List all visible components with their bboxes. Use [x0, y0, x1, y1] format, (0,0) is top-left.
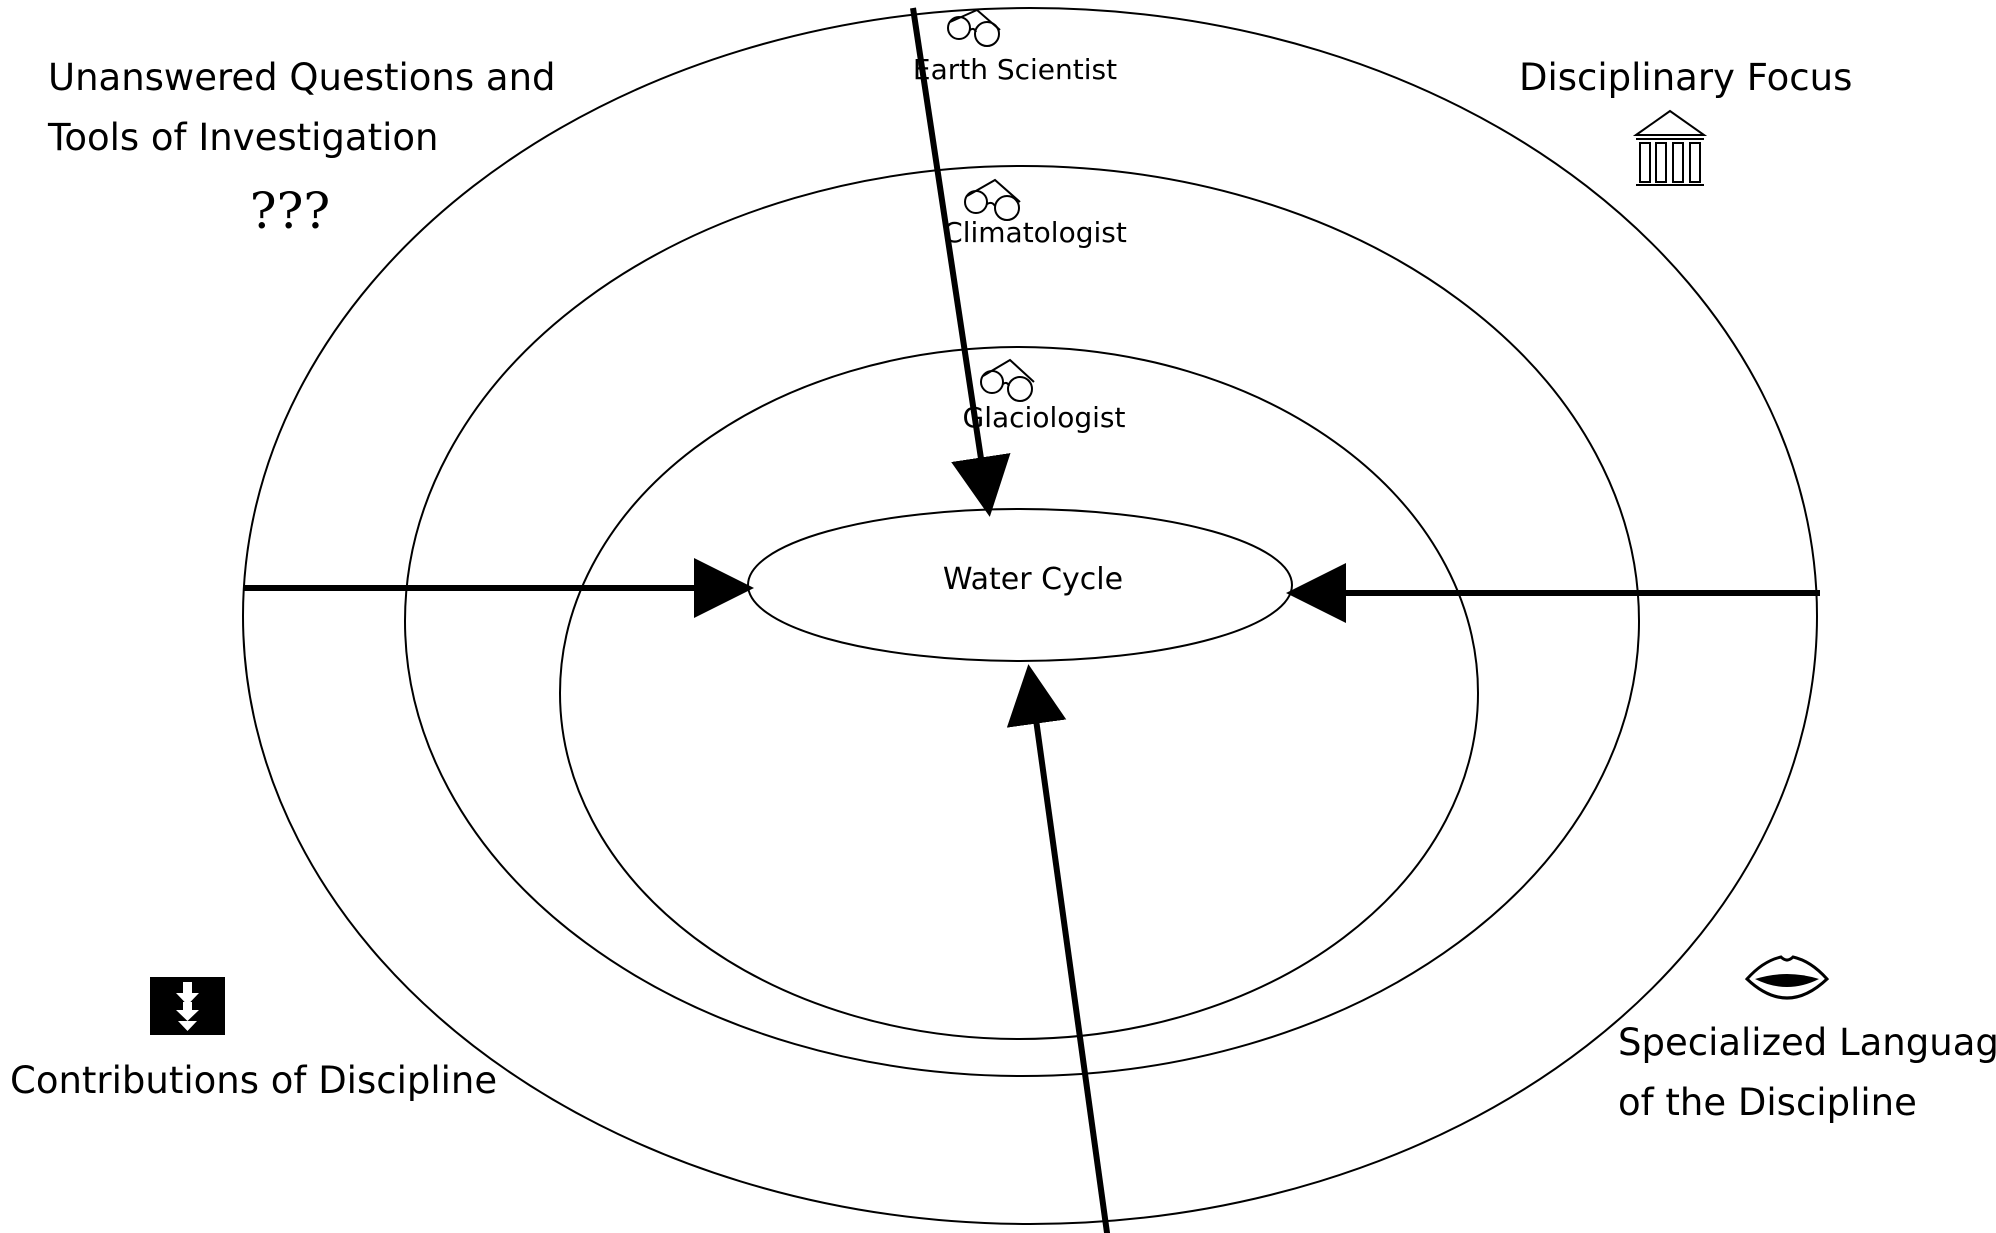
- arrow-from-top: [910, 7, 1011, 517]
- lens-label-earth-scientist: Earth Scientist: [913, 53, 1117, 86]
- lens-label-glaciologist: Glaciologist: [963, 401, 1126, 434]
- corner-label-unanswered-questions: Unanswered Questions and Tools of Invest…: [48, 48, 556, 168]
- glasses-icon: [980, 358, 1035, 402]
- down-arrows-box-icon: [150, 977, 225, 1035]
- corner-label-line: Disciplinary Focus: [1519, 56, 1853, 99]
- lips-icon: [1744, 955, 1830, 1000]
- lens-label-climatologist: Climatologist: [943, 216, 1127, 249]
- corner-label-disciplinary-focus: Disciplinary Focus: [1519, 48, 1852, 108]
- columns-building-icon: [1632, 109, 1708, 186]
- corner-label-line: Specialized Language: [1618, 1021, 1996, 1064]
- corner-label-line: Unanswered Questions and: [48, 56, 556, 99]
- outer-ring-earth-scientist: [242, 7, 1818, 1225]
- question-marks-icon: ???: [250, 182, 330, 240]
- middle-ring-climatologist: [404, 165, 1640, 1077]
- glasses-icon: [964, 178, 1021, 221]
- corner-label-line: of the Discipline: [1618, 1081, 1917, 1124]
- corner-label-contributions: Contributions of Discipline: [10, 1051, 497, 1111]
- corner-label-specialized-language: Specialized Language of the Discipline: [1618, 1013, 1996, 1133]
- corner-label-line: Contributions of Discipline: [10, 1059, 498, 1102]
- arrow-from-bottom: [1006, 664, 1111, 1233]
- inner-ring-glaciologist: [559, 346, 1479, 1040]
- center-topic-label: Water Cycle: [943, 562, 1123, 597]
- corner-label-line: Tools of Investigation: [48, 116, 439, 159]
- glasses-icon: [947, 8, 1001, 47]
